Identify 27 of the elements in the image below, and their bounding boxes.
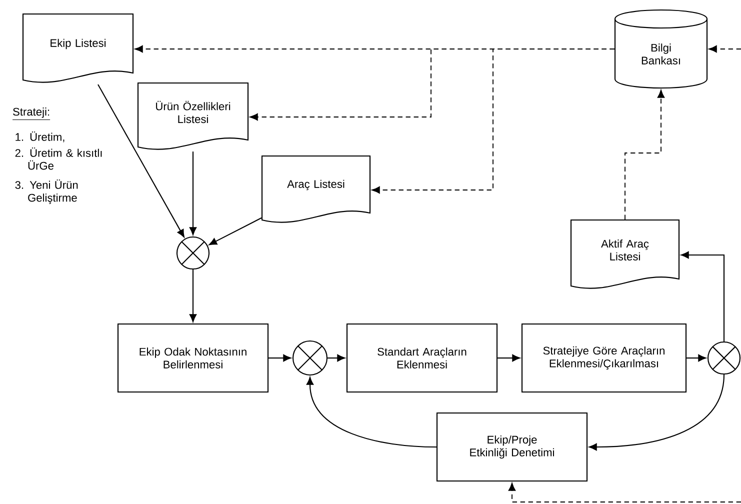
arrow [624, 90, 665, 220]
process-box: Stratejiye Göre Araçların Eklenmesi/Çıkarılması [521, 323, 687, 393]
arrow [508, 482, 741, 502]
arrow [208, 217, 262, 246]
arrow [306, 376, 436, 448]
list-item: 1. Üretim, [16, 132, 64, 142]
process-box: Ekip/Proje Etkinliği Denetimi [436, 412, 588, 482]
database-cylinder: Bilgi Bankası [614, 10, 708, 89]
summing-junction [707, 341, 741, 375]
process-box: Standart Araçların Eklenmesi [346, 323, 498, 393]
arrow [680, 251, 725, 342]
arrow [189, 270, 197, 322]
heading-label: Strateji: [12, 108, 50, 120]
arrow [372, 48, 615, 194]
arrow [708, 45, 741, 53]
arrow [98, 84, 184, 238]
process-box: Ekip Odak Noktasının Belirlenmesi [117, 323, 269, 393]
summing-junction [292, 340, 328, 376]
arrow [328, 354, 346, 362]
arrow [588, 374, 725, 451]
arrow [498, 354, 520, 362]
arrow [268, 354, 292, 362]
arrow [189, 152, 197, 236]
list-item: 3. Yeni Ürün Geliştirme [15, 180, 78, 204]
arrow [686, 354, 706, 362]
summing-junction [176, 236, 210, 270]
list-item: 2. Üretim & kısıtlı ÜrGe [15, 148, 102, 170]
